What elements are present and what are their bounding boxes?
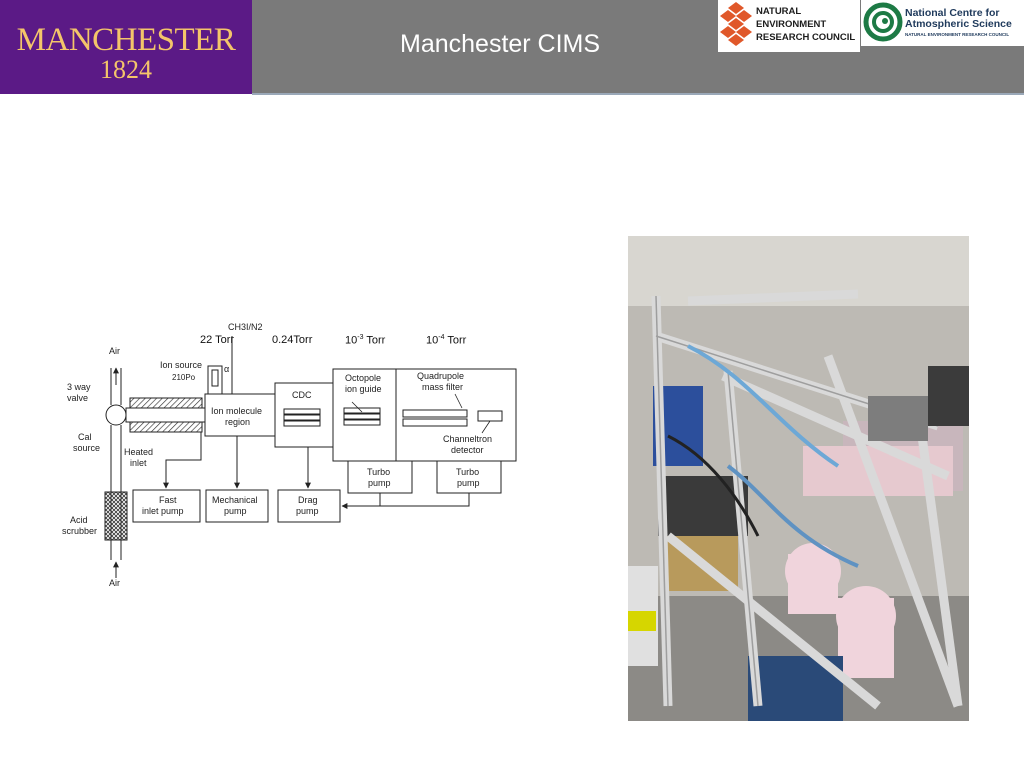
nerc-logo: NATURAL ENVIRONMENT RESEARCH COUNCIL	[718, 0, 860, 52]
three-way-valve-shape	[105, 404, 127, 426]
turbo-pump-1-box	[347, 460, 413, 494]
ncas-logo-name: National Centre for Atmospheric Science	[905, 7, 1012, 30]
nerc-logo-text: NATURAL ENVIRONMENT RESEARCH COUNCIL	[756, 6, 856, 43]
ncas-swirl-icon	[863, 2, 903, 42]
header-divider	[252, 93, 1024, 95]
page-title: Manchester CIMS	[400, 30, 601, 58]
university-of-manchester-logo: MANCHESTER 1824	[0, 0, 252, 94]
air-bottom-label: Air	[109, 578, 120, 588]
octopole-pointer	[351, 401, 363, 413]
po-source-shape	[211, 369, 219, 387]
po-label: 210Po	[172, 373, 196, 382]
cdc-plates	[283, 408, 321, 427]
channeltron-shape	[477, 410, 503, 422]
quadrupole-pointer	[454, 393, 463, 409]
cdc-label: CDC	[292, 390, 312, 400]
octopole-rods	[343, 407, 381, 426]
quadrupole-rods	[402, 409, 468, 427]
instrument-photo	[628, 236, 969, 721]
alpha-label: α	[224, 364, 229, 374]
fast-inlet-pump-box	[132, 489, 201, 523]
heater-upper-shape	[129, 397, 203, 409]
acid-scrubber-shape	[104, 491, 128, 541]
drag-pump-box	[277, 489, 341, 523]
mechanical-pump-box	[205, 489, 269, 523]
nerc-emblem-icon	[720, 2, 752, 46]
heater-lower-shape	[129, 421, 203, 433]
ncas-logo-subtitle: NATURAL ENVIRONMENT RESEARCH COUNCIL	[905, 32, 1010, 37]
air-top-label: Air	[109, 346, 120, 356]
pressure-label-octopole: 10-3 Torr	[345, 334, 386, 347]
pressure-label-ion-molecule: 22 Torr	[200, 334, 235, 346]
ion-source-label: Ion source	[160, 360, 202, 370]
ncas-logo: National Centre for Atmospheric Science …	[861, 0, 1024, 46]
channeltron-pointer	[481, 420, 491, 434]
uom-logo-word: MANCHESTER	[16, 22, 236, 58]
uom-logo-year: 1824	[100, 55, 152, 84]
inlet-tube-shape	[125, 407, 207, 423]
turbo-pump-2-box	[436, 460, 502, 494]
reagent-gas-label: CH3I/N2	[228, 322, 263, 332]
ion-molecule-region-box	[204, 393, 276, 437]
pressure-label-quadrupole: 10-4 Torr	[426, 334, 467, 347]
pressure-label-cdc: 0.24Torr	[272, 334, 313, 346]
instrument-photo-drawing	[628, 236, 969, 721]
